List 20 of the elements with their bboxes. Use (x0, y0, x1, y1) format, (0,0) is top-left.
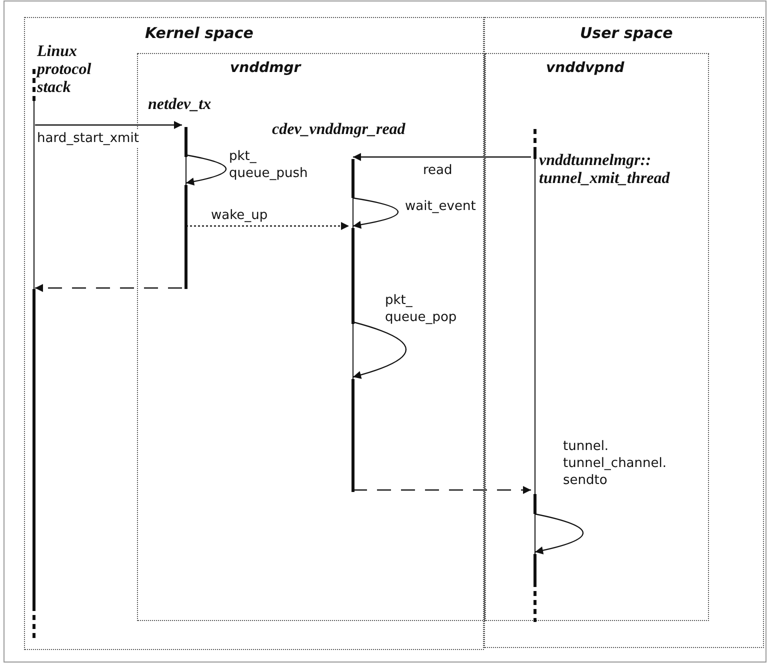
message-arrow (35, 284, 182, 292)
message-arrow (35, 121, 182, 129)
region-title: Kernel space (145, 24, 254, 42)
message-arrow (352, 321, 406, 379)
lifeline-header: Linux protocol stack (37, 43, 92, 97)
message-arrow (186, 222, 349, 230)
lifeline-header: vnddtunnelmgr:: tunnel_xmit_thread (539, 152, 671, 188)
message-arrow (534, 513, 584, 554)
lifeline-header: netdev_tx (148, 96, 212, 114)
message-arrow (353, 153, 531, 161)
region-title: User space (580, 24, 673, 42)
edge-label: wait_event (404, 198, 477, 215)
region-title: vnddmgr (230, 60, 301, 76)
region-title: vnddvpnd (546, 60, 624, 76)
message-arrow (352, 197, 398, 229)
message-arrow (186, 154, 226, 186)
lifeline-header: cdev_vnddmgr_read (272, 121, 406, 139)
edge-label: hard_start_xmit (36, 130, 140, 147)
edge-label: wake_up (210, 207, 269, 224)
message-arrow (353, 486, 531, 494)
